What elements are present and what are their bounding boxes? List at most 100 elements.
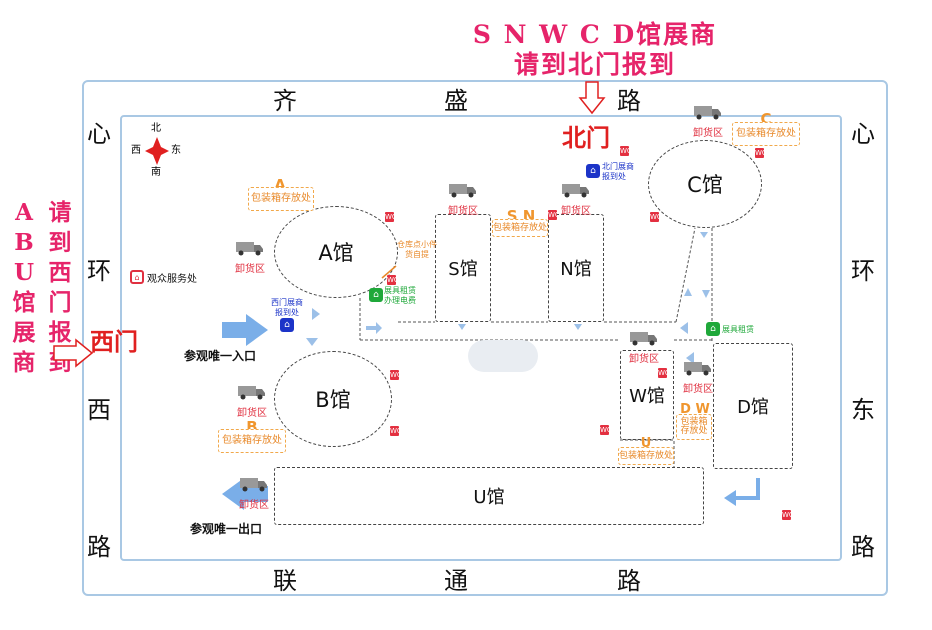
west-registration-label: 西门展商报到处	[271, 298, 303, 317]
unload-area-b: 卸货区	[237, 384, 274, 419]
east-road-char: 路	[851, 533, 875, 561]
unload-label: 卸货区	[237, 408, 267, 419]
restroom-icon: WC	[650, 212, 662, 222]
west-gate-label: 西门	[90, 328, 138, 356]
notice-char: U	[13, 259, 35, 286]
furniture-rental-a-icon: ⌂	[369, 288, 383, 302]
storage-u-box: 包装箱存放处	[618, 447, 674, 465]
east-road-char: 心	[851, 120, 875, 148]
hall-u[interactable]: U馆	[274, 467, 704, 525]
unload-label: 卸货区	[561, 206, 591, 217]
hall-b[interactable]: B馆	[274, 351, 392, 447]
truck-icon	[562, 184, 589, 198]
truck-icon	[630, 332, 657, 346]
compass-east: 东	[171, 145, 181, 156]
notice-char: 展	[12, 319, 36, 346]
furniture-rental-a-label: 展具租赁办理电费	[384, 286, 416, 305]
unload-label: 卸货区	[239, 500, 269, 511]
restroom-icon: WC	[600, 425, 612, 435]
hall-n[interactable]: N馆	[548, 214, 604, 322]
unload-label: 卸货区	[683, 384, 713, 395]
truck-icon	[240, 478, 267, 492]
north-gate-arrow-icon	[578, 81, 606, 115]
notice-char: 馆	[12, 289, 36, 316]
hall-n-label: N馆	[560, 259, 592, 280]
top-notice-line2: 请到北门报到	[513, 50, 676, 79]
left-notice-col1: A B U 馆 展 商	[12, 198, 36, 378]
notice-char: A	[15, 199, 33, 226]
east-road-char: 东	[851, 396, 875, 424]
audience-service-icon: ⌂	[130, 270, 144, 284]
storage-dw-box: 包装箱存放处	[676, 414, 712, 440]
notice-char: B	[14, 229, 34, 256]
west-road-char: 路	[87, 533, 111, 561]
audience-service-label: 观众服务处	[147, 274, 197, 285]
south-road-char: 联	[273, 567, 297, 595]
restroom-icon: WC	[548, 210, 560, 220]
storage-c-box: 包装箱存放处	[732, 122, 800, 146]
restroom-icon: WC	[620, 146, 632, 156]
compass-south: 南	[151, 167, 161, 178]
storage-c-letter: C	[760, 110, 772, 128]
top-notice: S N W C D馆展商 请到北门报到	[470, 20, 720, 80]
notice-char: 请	[48, 199, 72, 226]
north-road-char: 齐	[273, 87, 297, 115]
notice-char: 门	[48, 289, 72, 316]
unload-area-d: 卸货区	[683, 360, 720, 395]
furniture-rental-d-label: 展具租赁	[722, 325, 754, 334]
west-road-char: 心	[87, 120, 111, 148]
unload-area-u: 卸货区	[239, 476, 276, 511]
unload-label: 卸货区	[693, 128, 723, 139]
unload-area-c: 卸货区	[693, 104, 730, 139]
restroom-icon: WC	[658, 368, 670, 378]
outer-road-boundary	[82, 80, 888, 596]
north-registration-label: 北门展商报到处	[602, 162, 634, 181]
compass-north: 北	[151, 123, 161, 134]
unload-area-w: 卸货区	[629, 330, 666, 365]
hall-b-label: B馆	[315, 388, 351, 412]
storage-b-box: 包装箱存放处	[218, 429, 286, 453]
east-road-char: 环	[851, 257, 875, 285]
inner-venue-boundary	[120, 115, 842, 561]
west-gate-arrow-icon	[53, 338, 94, 368]
unload-area-s: 卸货区	[448, 182, 485, 217]
notice-char: 报	[48, 319, 72, 346]
exit-label: 参观唯一出口	[190, 522, 263, 536]
left-notice-col2: 请 到 西 门 报 到	[48, 198, 72, 378]
hall-c[interactable]: C馆	[648, 140, 762, 228]
storage-a-box: 包装箱存放处	[248, 187, 314, 211]
west-road-char: 环	[87, 257, 111, 285]
top-notice-line1: S N W C D馆展商	[472, 20, 718, 49]
west-registration-icon: ⌂	[280, 318, 294, 332]
restroom-icon: WC	[387, 275, 399, 285]
hall-c-label: C馆	[687, 173, 723, 197]
unload-label: 卸货区	[235, 264, 265, 275]
hall-d-label: D馆	[737, 397, 769, 418]
compass-west: 西	[131, 145, 141, 156]
storage-a-letter: A	[274, 176, 286, 194]
hall-d[interactable]: D馆	[713, 343, 793, 469]
hall-s-label: S馆	[448, 259, 478, 280]
hall-w[interactable]: W馆	[620, 350, 674, 440]
restroom-icon: WC	[782, 510, 794, 520]
hall-a[interactable]: A馆	[274, 206, 398, 298]
south-road-char: 通	[444, 567, 468, 595]
restroom-icon: WC	[385, 212, 397, 222]
north-road-char: 路	[617, 87, 641, 115]
furniture-rental-d-icon: ⌂	[706, 322, 720, 336]
storage-sn-box: 包装箱存放处	[492, 219, 548, 237]
north-road-char: 盛	[444, 87, 468, 115]
restroom-icon: WC	[755, 148, 767, 158]
unload-label: 卸货区	[629, 354, 659, 365]
hall-w-label: W馆	[629, 386, 665, 407]
truck-icon	[238, 386, 265, 400]
south-road-char: 路	[617, 567, 641, 595]
compass: 北 南 西 东	[128, 124, 184, 180]
hall-a-label: A馆	[318, 241, 354, 265]
hall-s[interactable]: S馆	[435, 214, 491, 322]
unload-area-a: 卸货区	[235, 240, 272, 275]
west-road-char: 西	[87, 396, 111, 424]
storage-b-letter: B	[246, 418, 258, 436]
restroom-icon: WC	[390, 370, 402, 380]
